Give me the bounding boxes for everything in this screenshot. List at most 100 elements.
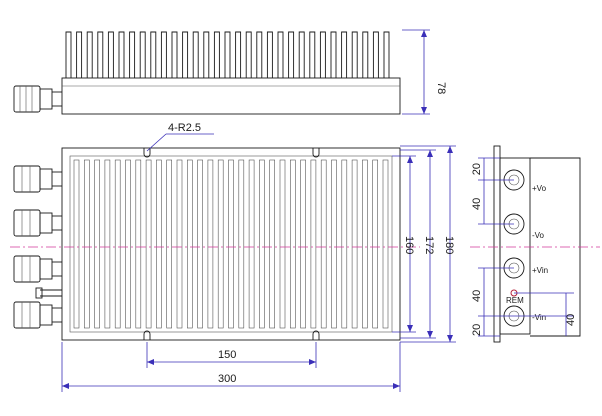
radius-note: 4-R2.5 — [146, 122, 214, 152]
plan-fin — [259, 159, 265, 329]
top-fin — [245, 31, 252, 78]
pin-neg-vin-label: -Vin — [532, 313, 546, 322]
side-dim-40-right: 40 — [514, 292, 577, 336]
plan-connector-3 — [13, 255, 62, 283]
top-fin — [160, 31, 167, 78]
plan-fin — [217, 159, 224, 329]
dim-180-label: 180 — [443, 236, 455, 254]
side-20-bottom-label: 20 — [471, 324, 483, 336]
top-fin — [372, 31, 379, 78]
top-fins — [65, 31, 390, 78]
plan-fin — [166, 159, 172, 329]
side-40-mid-label: 40 — [471, 290, 483, 302]
dimension-172: 172 — [400, 149, 436, 339]
plan-connector-1 — [13, 165, 62, 193]
terminal-rem: REM — [506, 289, 524, 305]
dimension-300: 300 — [61, 342, 401, 392]
plan-fin — [84, 159, 90, 329]
plan-fin — [228, 159, 234, 329]
plan-connector-4 — [13, 301, 62, 329]
top-fin — [256, 31, 263, 78]
side-dim-40-top: 40 — [471, 180, 514, 225]
dim-300-label: 300 — [218, 373, 236, 385]
plan-fin — [341, 159, 348, 329]
plan-connector-2 — [13, 209, 62, 237]
top-fin — [150, 31, 157, 78]
mounting-slot-bottom-left — [143, 330, 151, 340]
dimension-160: 160 — [392, 155, 416, 333]
pin-rem-label: REM — [506, 296, 524, 305]
top-fin — [288, 31, 295, 78]
pin-pos-vin-label: +Vin — [532, 266, 548, 275]
top-fin — [362, 31, 369, 78]
plan-fin — [310, 159, 317, 329]
plan-fin — [176, 159, 183, 329]
side-dim-20-bottom: 20 — [471, 316, 500, 337]
top-fin — [351, 31, 358, 78]
plan-fin — [104, 159, 111, 329]
top-fin — [383, 31, 390, 78]
top-fin — [224, 31, 231, 78]
top-fin — [192, 31, 199, 78]
terminal-neg-vo: -Vo — [503, 213, 545, 240]
top-fin — [97, 31, 104, 78]
top-fin — [86, 31, 93, 78]
end-terminal-view: +Vo -Vo +Vin REM -Vin 20 — [470, 145, 600, 343]
top-fin — [182, 31, 189, 78]
dim-160-label: 160 — [403, 236, 415, 254]
dimension-180: 180 — [400, 145, 456, 343]
plan-fin — [125, 159, 131, 329]
plan-fin — [156, 159, 162, 329]
plan-fin — [331, 159, 337, 329]
top-fin — [298, 31, 305, 78]
end-terminal-block — [499, 157, 531, 335]
plan-fin — [300, 159, 306, 329]
terminal-pos-vo: +Vo — [503, 169, 547, 193]
plan-fin — [289, 159, 296, 329]
pin-pos-vo-label: +Vo — [532, 184, 547, 193]
end-flange — [493, 145, 501, 343]
top-fin — [129, 31, 136, 78]
plan-fin — [269, 159, 276, 329]
dim-78-label: 78 — [435, 82, 447, 94]
top-fin — [235, 31, 242, 78]
plan-outline — [61, 147, 401, 341]
top-fin — [213, 31, 220, 78]
top-fin — [277, 31, 284, 78]
top-fin — [65, 31, 72, 78]
sense-wire — [35, 287, 62, 299]
plan-fin — [248, 159, 255, 329]
side-20-top-label: 20 — [471, 163, 483, 175]
plan-fin — [187, 159, 193, 329]
plan-fin — [238, 159, 245, 329]
plan-inner-outline — [69, 155, 393, 333]
top-connector — [13, 85, 62, 113]
plan-fin — [351, 159, 358, 329]
plan-fin — [362, 159, 368, 329]
mounting-slot-bottom-right — [312, 330, 320, 340]
plan-fin — [320, 159, 327, 329]
plan-fin — [73, 159, 80, 329]
top-body-base — [61, 77, 401, 115]
dim-172-label: 172 — [423, 236, 435, 254]
top-fin — [139, 31, 146, 78]
dimension-150: 150 — [146, 342, 317, 368]
side-40-top-label: 40 — [471, 198, 483, 210]
plan-fin — [207, 159, 214, 329]
pin-neg-vo-label: -Vo — [532, 231, 545, 240]
plan-fin — [114, 159, 121, 329]
plan-fin — [135, 159, 142, 329]
plan-fin — [372, 159, 379, 329]
dimension-78: 78 — [402, 29, 447, 115]
plan-fin — [197, 159, 203, 329]
plan-fin — [94, 159, 100, 329]
top-fin — [341, 31, 348, 78]
plan-fin — [382, 159, 389, 329]
top-elevation-view: 78 — [13, 29, 447, 115]
top-fin — [266, 31, 273, 78]
plan-fin — [145, 159, 152, 329]
dim-150-label: 150 — [218, 349, 236, 361]
radius-note-label: 4-R2.5 — [168, 122, 201, 134]
front-plan-view: 4-R2.5 — [10, 122, 456, 392]
